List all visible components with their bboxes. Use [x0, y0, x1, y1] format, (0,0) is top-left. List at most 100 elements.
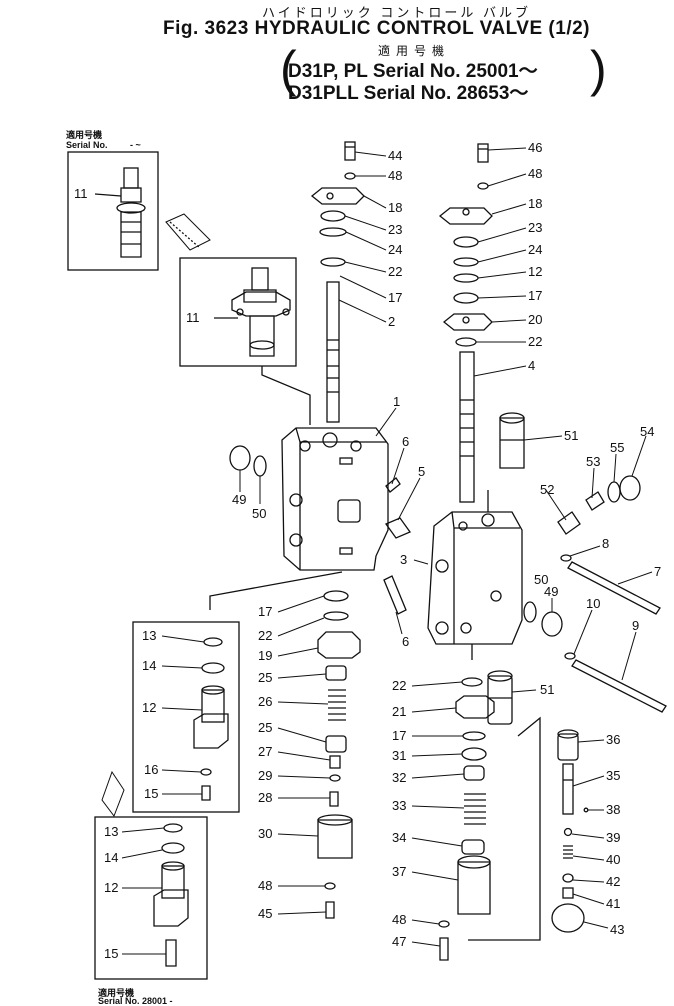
bolt-28	[329, 791, 339, 807]
callout-39: 39	[606, 830, 620, 845]
callout-22: 22	[528, 334, 542, 349]
seal-22c	[323, 611, 349, 621]
serial-line-1: D31P, PL Serial No. 25001～	[288, 61, 538, 82]
callout-17: 17	[392, 728, 406, 743]
spool-4	[459, 351, 475, 503]
part-41	[562, 887, 574, 899]
oring-12a	[453, 273, 479, 283]
inset-box-top	[67, 151, 159, 271]
callout-17: 17	[528, 288, 542, 303]
washer-48a	[344, 172, 356, 180]
callout-22: 22	[392, 678, 406, 693]
serial-line-2: D31PLL Serial No. 28653～	[288, 83, 529, 104]
callout-36: 36	[606, 732, 620, 747]
seal-22d	[461, 677, 483, 687]
callout-6: 6	[402, 634, 409, 649]
oring-13b	[163, 823, 183, 833]
spring-33	[464, 793, 486, 825]
callout-50: 50	[534, 572, 548, 587]
callout-55: 55	[610, 440, 624, 455]
cap-37	[457, 861, 491, 915]
callout-24: 24	[388, 242, 402, 257]
callout-23: 23	[528, 220, 542, 235]
seal-17b	[453, 292, 479, 304]
callout-13: 13	[142, 628, 156, 643]
oring-24b	[453, 257, 479, 267]
callout-18: 18	[528, 196, 542, 211]
ring-23a	[320, 210, 346, 222]
callout-34: 34	[392, 830, 406, 845]
seal-22a	[320, 257, 346, 267]
callout-48: 48	[388, 168, 402, 183]
cover-12c	[153, 861, 189, 927]
spool-11-flanged	[231, 267, 291, 357]
spring-53	[585, 491, 605, 511]
callout-17: 17	[258, 604, 272, 619]
callout-17: 17	[388, 290, 402, 305]
right-bracket: )	[590, 41, 607, 97]
flange-19	[317, 631, 361, 659]
callout-11: 11	[74, 186, 88, 201]
callout-10: 10	[586, 596, 600, 611]
bolt-44	[344, 141, 356, 161]
callout-20: 20	[528, 312, 542, 327]
leader-lines	[121, 147, 653, 955]
seal-17d	[462, 731, 486, 741]
callout-47: 47	[392, 934, 406, 949]
callout-40: 40	[606, 852, 620, 867]
bolt-15a	[201, 785, 211, 801]
sleeve-36	[557, 733, 579, 761]
callout-49: 49	[232, 492, 246, 507]
cover-18b	[438, 207, 493, 225]
retainer-25a	[325, 665, 347, 681]
oring-50b	[523, 601, 537, 623]
callout-24: 24	[528, 242, 542, 257]
oring-13a	[203, 637, 223, 647]
applicable-models-label: 適用号機	[378, 44, 451, 58]
callout-19: 19	[258, 648, 272, 663]
callout-21: 21	[392, 704, 406, 719]
valve-body-3	[427, 511, 523, 645]
washer-48d	[438, 920, 450, 928]
washer-10	[564, 652, 576, 660]
callout-46: 46	[528, 140, 542, 155]
callout-37: 37	[392, 864, 406, 879]
seat-42	[562, 873, 574, 883]
callout-50: 50	[252, 506, 266, 521]
oring-14a	[201, 662, 225, 674]
retainer-25b	[325, 735, 347, 753]
callout-48: 48	[392, 912, 406, 927]
relief-valve-51a	[499, 412, 525, 469]
inset-box-bottom	[94, 816, 208, 980]
callout-49: 49	[544, 584, 558, 599]
spring-26	[328, 689, 346, 721]
bolt-46	[477, 143, 489, 163]
callout-2: 2	[388, 314, 395, 329]
inset-top-dash: - ~	[130, 140, 141, 150]
stem-35	[562, 763, 574, 815]
oring-14b	[161, 842, 185, 854]
spool-11-top	[116, 167, 146, 258]
callout-25: 25	[258, 670, 272, 685]
washer-31	[461, 747, 487, 761]
callout-43: 43	[610, 922, 624, 937]
callout-22: 22	[388, 264, 402, 279]
japanese-title: ハイドロリック コントロール バルブ	[262, 5, 531, 20]
retainer-34	[461, 839, 485, 855]
tie-bolt-7	[567, 561, 661, 615]
callout-54: 54	[640, 424, 654, 439]
figure-title: Fig. 3623 HYDRAULIC CONTROL VALVE (1/2)	[163, 18, 590, 39]
spool-2	[326, 281, 340, 423]
callout-13: 13	[104, 824, 118, 839]
callout-44: 44	[388, 148, 402, 163]
inset-box-mid	[179, 257, 297, 367]
washer-8	[560, 554, 572, 562]
callout-22: 22	[258, 628, 272, 643]
callout-numbers: 44 48 18 23 24 22 17 2 46 48 18 23 24 12…	[74, 140, 661, 961]
inset-top-serial: Serial No.	[66, 140, 108, 150]
callout-27: 27	[258, 744, 272, 759]
oring-55	[607, 481, 621, 503]
callout-18: 18	[388, 200, 402, 215]
bolt-47	[439, 937, 449, 961]
seal-6b	[383, 575, 407, 615]
